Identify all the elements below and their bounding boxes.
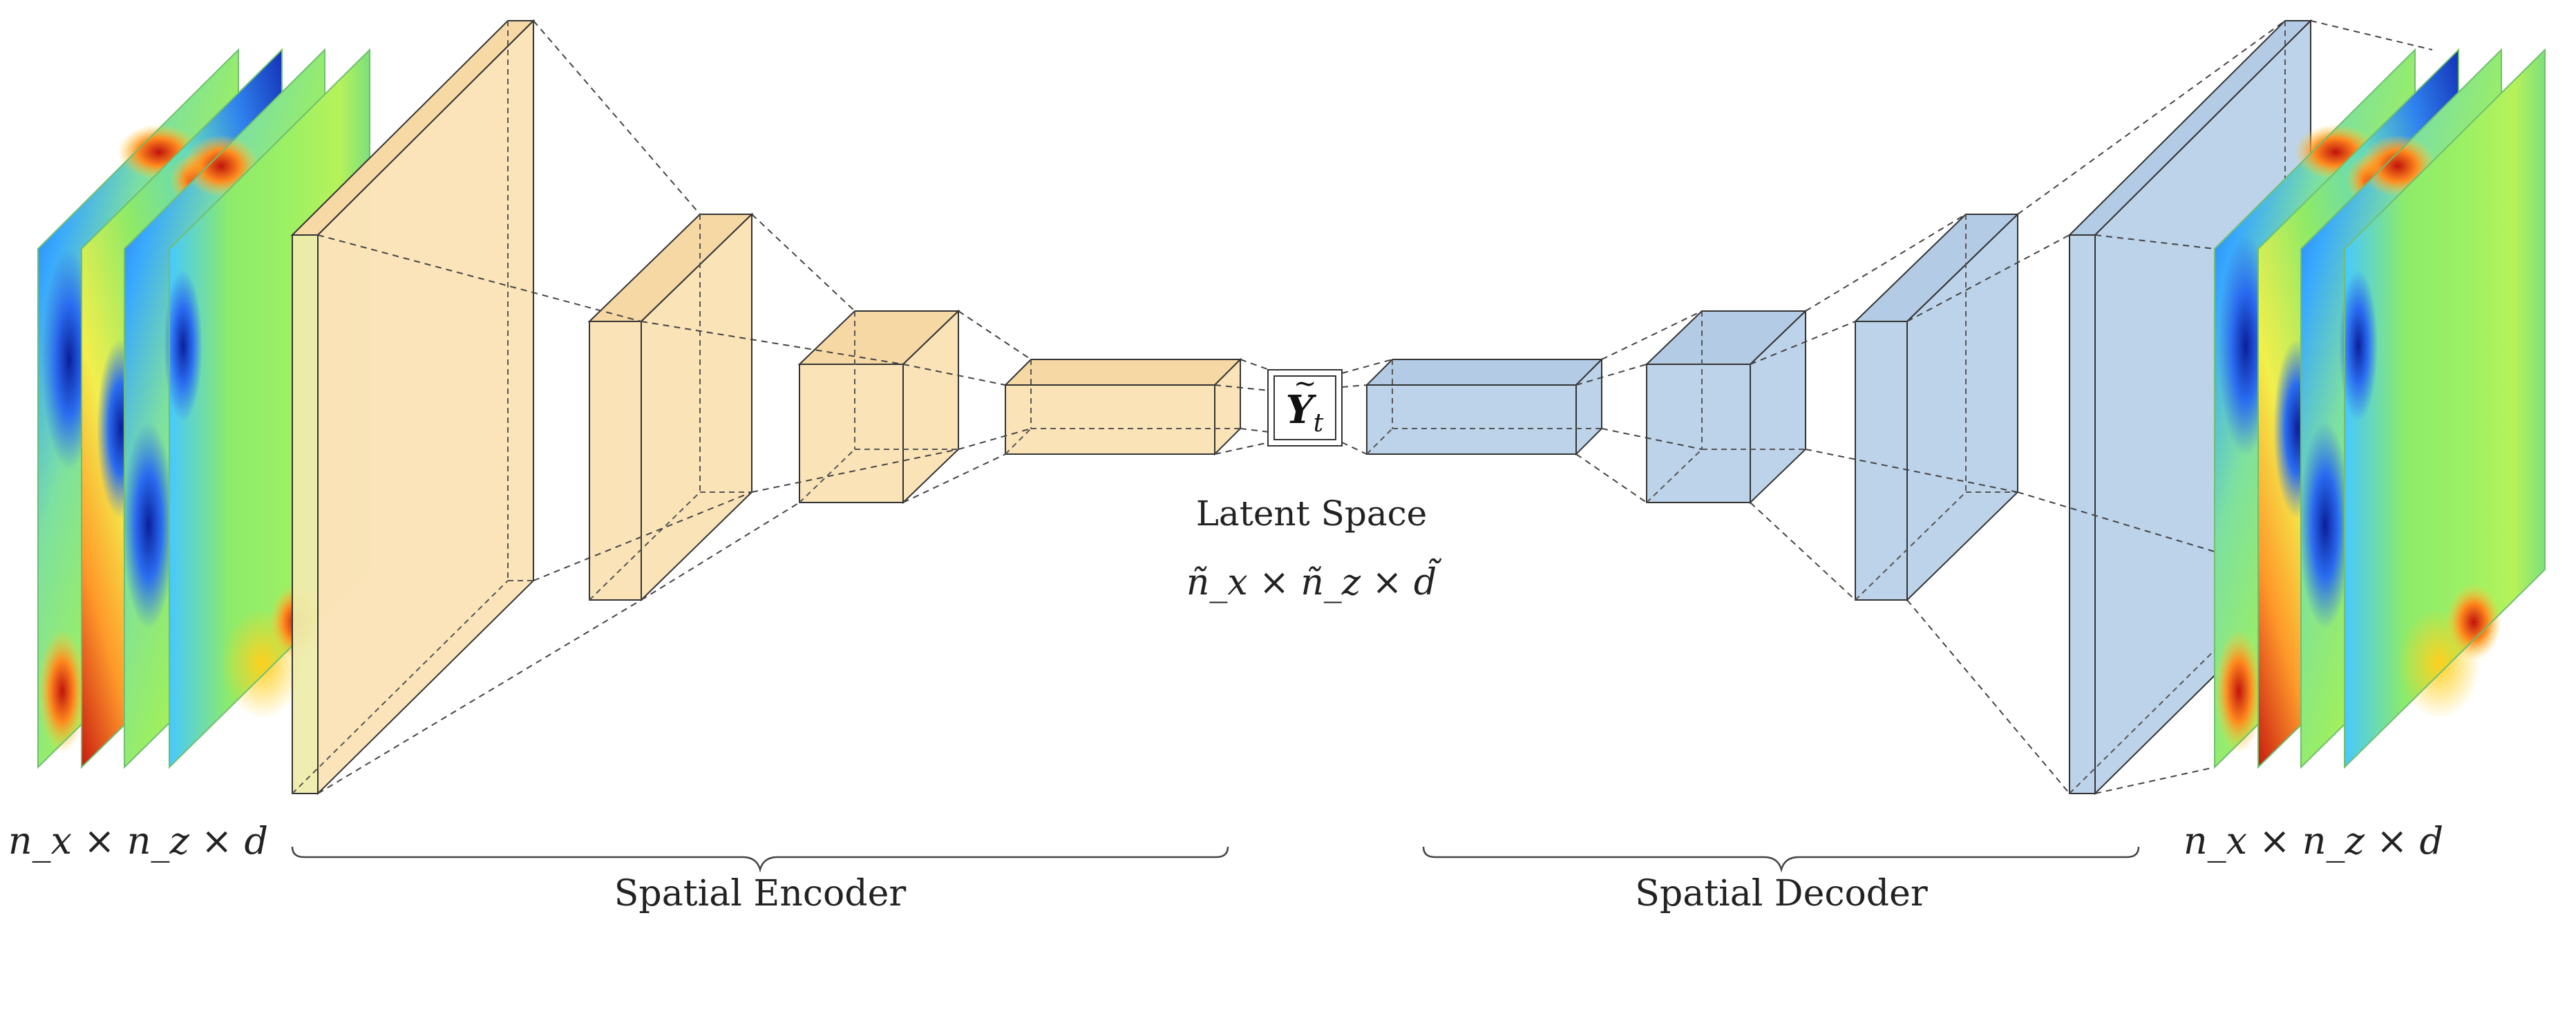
output-dimensions-label: n_x × n_z × d (2184, 819, 2443, 863)
decoder-label: Spatial Decoder (1635, 873, 1928, 914)
encoder-block-3 (797, 309, 960, 505)
decoder-block-1 (1365, 357, 1604, 456)
encoder-brace (291, 846, 1229, 873)
latent-tilde: ~ (1294, 368, 1317, 400)
latent-node: Yt ~ (1267, 368, 1343, 447)
decoder-block-3 (1853, 212, 2020, 602)
decoder-block-2 (1645, 309, 1808, 505)
decoder-brace (1422, 846, 2140, 873)
encoder-label: Spatial Encoder (614, 873, 907, 914)
latent-dimensions: ñ_x × ñ_z × d̃ (1186, 558, 1442, 603)
output-field-stack (2214, 48, 2546, 769)
encoder-connectors (317, 20, 1270, 794)
output-field-panel-4 (2339, 48, 2546, 769)
encoder-block-4 (1003, 357, 1242, 456)
input-dimensions-label: n_x × n_z × d (8, 819, 268, 863)
latent-space-title: Latent Space (1196, 494, 1428, 534)
encoder-block-1 (290, 19, 536, 796)
encoder-block-2 (587, 212, 754, 602)
latent-symbol: Yt (1286, 387, 1324, 438)
